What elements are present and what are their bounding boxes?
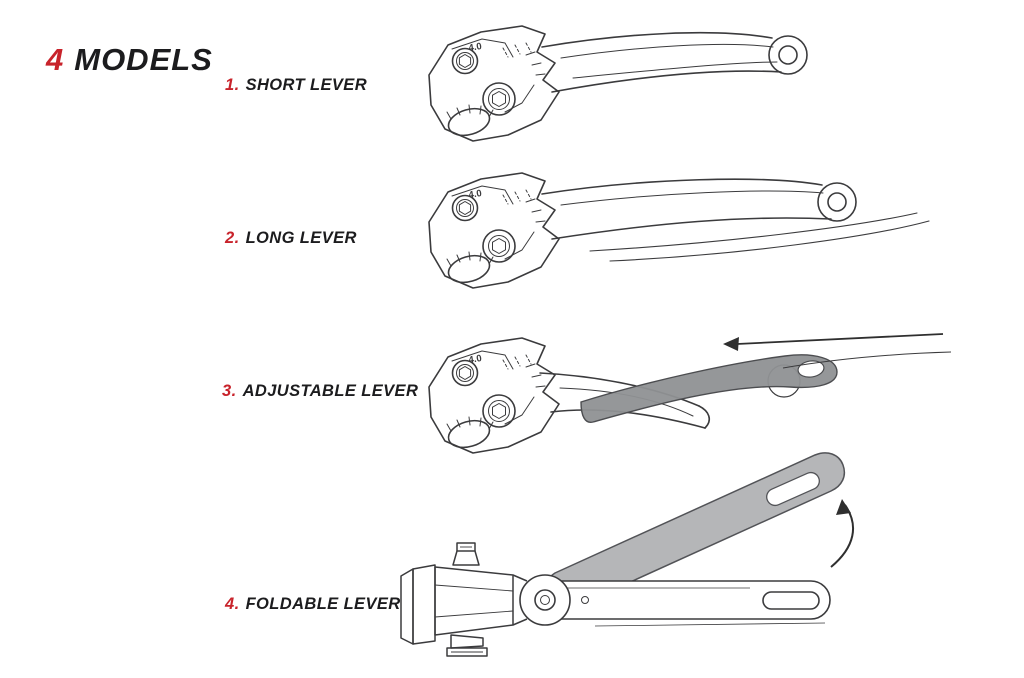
adjustable-lever-illustration: [428, 333, 952, 454]
model-label-foldable-lever: 4. FOLDABLE LEVER: [225, 595, 401, 614]
page-title: 4 MODELS: [46, 42, 213, 78]
fold-arrow-icon: [830, 499, 854, 568]
folded-arm-slot-hole: [766, 471, 820, 507]
bar-end-hole: [827, 192, 847, 212]
adjust-arrow-icon: [723, 333, 952, 369]
model-label-adjustable-lever: 3. ADJUSTABLE LEVER: [222, 382, 418, 401]
clamp-top-bolt: [452, 542, 480, 566]
fold-pivot-knuckle: [519, 574, 571, 626]
lever-pivot-assembly: [428, 25, 560, 142]
short-lever-illustration: [428, 25, 808, 142]
lever-blade: [541, 178, 930, 262]
model-number: 4.: [225, 595, 240, 613]
lever-pivot-assembly: [428, 337, 560, 454]
main-arm-slot-hole: [762, 591, 820, 610]
model-number: 3.: [222, 382, 237, 400]
bar-end-ring: [817, 182, 857, 222]
model-label-long-lever: 2. LONG LEVER: [225, 229, 357, 248]
lever-blade: [541, 31, 808, 93]
model-name: LONG LEVER: [245, 229, 357, 247]
model-number: 2.: [225, 229, 240, 247]
model-name: FOLDABLE LEVER: [245, 595, 401, 613]
model-label-short-lever: 1. SHORT LEVER: [225, 76, 367, 95]
lever-arm-main: [544, 580, 831, 627]
title-count: 4: [46, 42, 65, 77]
model-name: SHORT LEVER: [245, 76, 368, 94]
bar-end-hole: [778, 45, 798, 65]
handlebar-clamp: [400, 542, 528, 657]
lever-pivot-assembly: [428, 172, 560, 289]
bar-end-ring: [768, 35, 808, 75]
foldable-lever-illustration: [400, 452, 854, 657]
clamp-bottom-bolt: [446, 634, 488, 657]
title-word: MODELS: [74, 42, 213, 77]
long-lever-illustration: [428, 172, 930, 289]
model-number: 1.: [225, 76, 240, 94]
model-name: ADJUSTABLE LEVER: [242, 382, 419, 400]
lever-arm-folded-position: [544, 452, 846, 611]
